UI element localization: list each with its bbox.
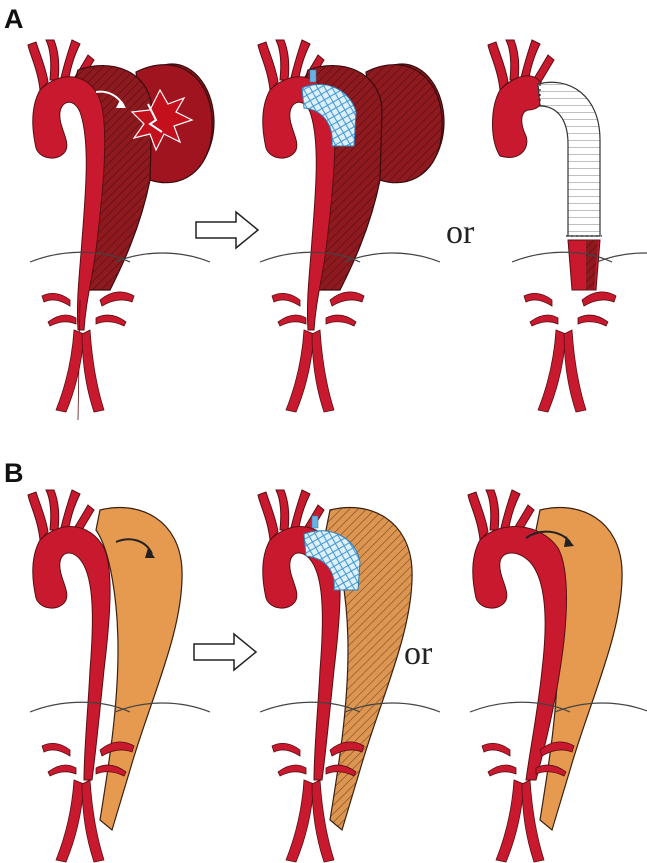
stent-graft-icon xyxy=(303,530,361,591)
panel-b-dissection-aorta xyxy=(27,489,211,863)
right-arrow-icon xyxy=(193,632,258,672)
panel-b-alternative-repair xyxy=(467,489,647,863)
panel-a-surgical-graft-repair xyxy=(487,39,647,413)
panel-a-aneurysm-aorta xyxy=(27,39,215,421)
surgical-graft-icon xyxy=(537,81,601,237)
rupture-icon xyxy=(130,88,194,152)
flow-arrow-icon xyxy=(525,530,574,547)
flow-arrow-icon xyxy=(115,538,155,558)
stent-graft-icon xyxy=(301,83,357,147)
panel-label-a: A xyxy=(4,4,24,34)
panel-label-b: B xyxy=(4,458,24,488)
panel-b-stent-graft-repair xyxy=(257,489,441,863)
right-arrow-icon xyxy=(195,210,260,250)
panel-a-stent-graft-repair xyxy=(257,39,445,413)
or-label-a: or xyxy=(446,214,475,251)
or-label-b: or xyxy=(404,635,433,672)
